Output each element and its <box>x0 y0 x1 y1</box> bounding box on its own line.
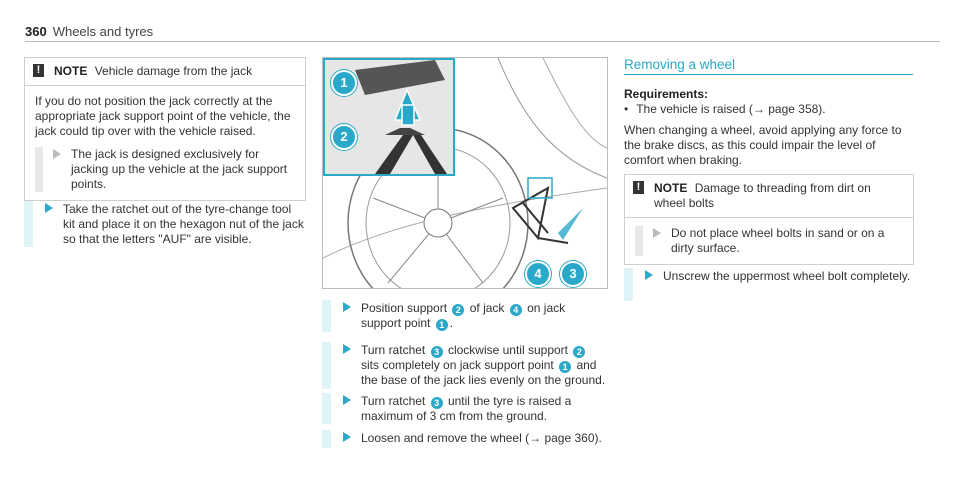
jack-detail-drawing <box>325 60 453 174</box>
ref-badge-1: 1 <box>435 319 448 331</box>
step-raise-tyre: Turn ratchet 3 until the tyre is raised … <box>322 393 608 424</box>
step-text: Turn ratchet 3 until the tyre is raised … <box>361 394 572 423</box>
note-instruction: The jack is designed exclusively for jac… <box>35 147 295 192</box>
step-text: Take the ratchet out of the tyre-change … <box>63 202 304 246</box>
arrow-bullet-icon <box>343 344 351 354</box>
step-bar <box>24 201 33 247</box>
page-ref-link[interactable]: page 360). <box>544 431 602 445</box>
requirement-item: The vehicle is raised (→ page 358). <box>624 102 914 117</box>
step-turn-clockwise: Turn ratchet 3 clockwise until support 2… <box>322 342 608 389</box>
step-text: Unscrew the uppermost wheel bolt complet… <box>663 269 911 283</box>
header-rule <box>25 41 940 42</box>
arrow-bullet-icon <box>653 228 661 238</box>
step-text: Position support 2 of jack 4 on jack sup… <box>361 301 566 331</box>
ref-badge-4: 4 <box>509 304 522 316</box>
wheel-jack-drawing <box>323 58 607 288</box>
threading-damage-note: ! NOTE Damage to threading from dirt on … <box>624 174 914 265</box>
step-text: Turn ratchet 3 clockwise until support 2… <box>361 343 606 387</box>
ref-badge-3: 3 <box>430 397 443 409</box>
step-remove-wheel: Loosen and remove the wheel (→ page 360)… <box>322 430 608 448</box>
step-position-support: Position support 2 of jack 4 on jack sup… <box>322 300 608 332</box>
arrow-bullet-icon <box>45 203 53 213</box>
ref-badge-3: 3 <box>430 346 443 358</box>
page-header: 360 Wheels and tyres <box>25 24 153 39</box>
ref-badge-2: 2 <box>452 304 465 316</box>
callout-3: 3 <box>560 261 586 287</box>
note-title: Damage to threading from dirt on wheel b… <box>654 181 871 210</box>
instruction-bar <box>635 226 643 256</box>
arrow-bullet-icon <box>53 149 61 159</box>
callout-4: 4 <box>525 261 551 287</box>
note-label: NOTE <box>654 181 688 195</box>
note-label: NOTE <box>54 64 88 78</box>
section-rule <box>624 74 913 75</box>
note-heading: ! NOTE Vehicle damage from the jack <box>25 58 305 86</box>
vehicle-damage-note: ! NOTE Vehicle damage from the jack If y… <box>24 57 306 201</box>
note-heading: ! NOTE Damage to threading from dirt on … <box>625 175 913 218</box>
callout-2: 2 <box>331 124 357 150</box>
step-bar <box>322 342 331 389</box>
ref-badge-2: 2 <box>573 346 586 358</box>
note-body: If you do not position the jack correctl… <box>25 86 305 200</box>
warning-icon: ! <box>633 181 644 194</box>
step-unscrew-bolt: Unscrew the uppermost wheel bolt complet… <box>624 268 914 301</box>
jack-illustration: 1 2 4 3 <box>322 57 608 289</box>
braking-paragraph: When changing a wheel, avoid applying an… <box>624 123 902 167</box>
instruction-bar <box>35 147 43 192</box>
ref-badge-1: 1 <box>559 361 572 373</box>
requirements-label: Requirements: <box>624 87 709 101</box>
arrow-bullet-icon <box>343 395 351 405</box>
note-title: Vehicle damage from the jack <box>94 64 253 78</box>
arrow-bullet-icon <box>645 270 653 280</box>
step-bar <box>322 300 331 332</box>
note-instruction-text: The jack is designed exclusively for jac… <box>71 147 288 191</box>
step-bar <box>322 430 331 448</box>
step-bar <box>322 393 331 424</box>
note-instruction-text: Do not place wheel bolts in sand or on a… <box>671 226 885 255</box>
requirements-block: Requirements: The vehicle is raised (→ p… <box>624 87 914 117</box>
chapter-title: Wheels and tyres <box>52 24 154 39</box>
page-number: 360 <box>25 24 47 39</box>
note-text: If you do not position the jack correctl… <box>35 94 291 138</box>
step-bar <box>624 268 633 301</box>
note-instruction: Do not place wheel bolts in sand or on a… <box>635 226 903 256</box>
page-ref-arrow: → <box>529 431 542 445</box>
callout-1: 1 <box>331 70 357 96</box>
section-title: Removing a wheel <box>624 57 736 72</box>
warning-icon: ! <box>33 64 44 77</box>
arrow-bullet-icon <box>343 302 351 312</box>
step-ratchet: Take the ratchet out of the tyre-change … <box>24 201 306 247</box>
step-text: Loosen and remove the wheel (→ page 360)… <box>361 431 602 445</box>
arrow-bullet-icon <box>343 432 351 442</box>
note-body: Do not place wheel bolts in sand or on a… <box>625 218 913 264</box>
